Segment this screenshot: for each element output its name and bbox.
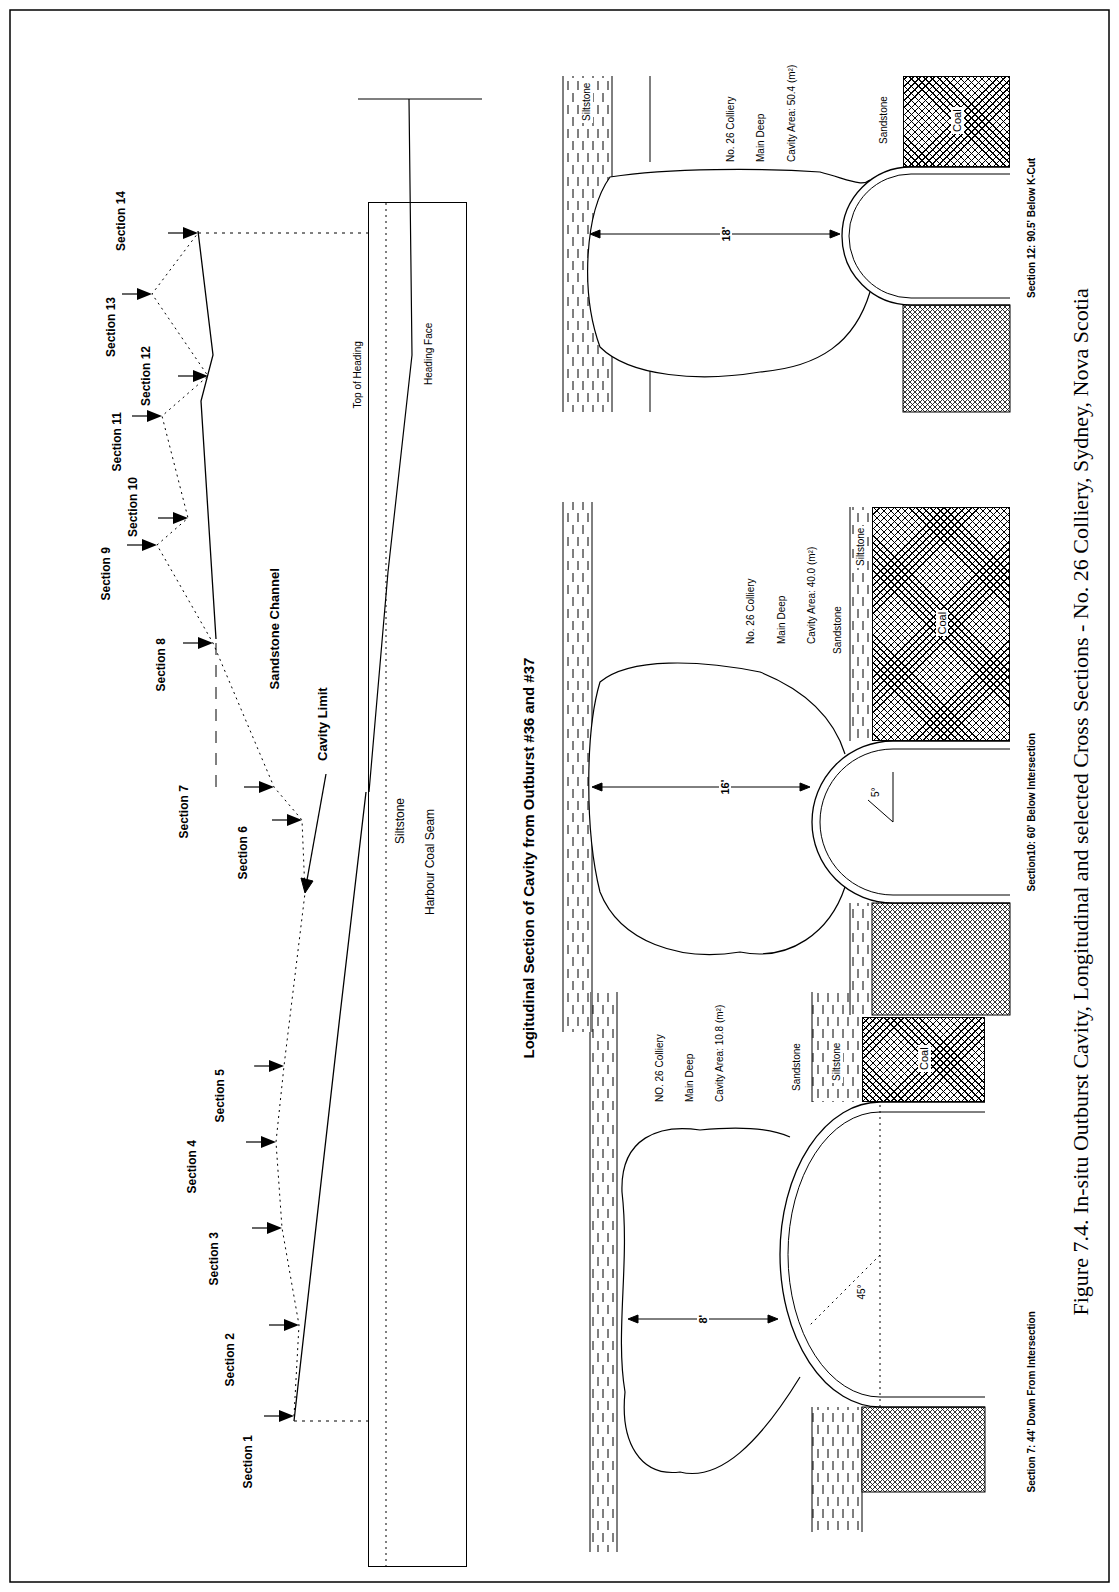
info-text: Main Deep bbox=[755, 114, 767, 162]
section-arrows bbox=[122, 227, 302, 1422]
section-label: Section 12 bbox=[140, 346, 154, 406]
longitudinal-section bbox=[152, 99, 482, 1567]
rock-label: Sandstone bbox=[832, 606, 844, 654]
heading-label: Top of Heading bbox=[352, 341, 364, 408]
section-label: Section 4 bbox=[186, 1140, 200, 1193]
section-arrow-head bbox=[142, 539, 157, 551]
section-label: Section 2 bbox=[224, 1333, 238, 1386]
coal-block: Coal bbox=[903, 76, 1010, 167]
section-label: Section 6 bbox=[237, 826, 251, 879]
section-heading: Logitudinal Section of Cavity from Outbu… bbox=[520, 658, 537, 1059]
cross-section-7 bbox=[590, 992, 985, 1552]
section-arrow-head bbox=[284, 1319, 299, 1331]
section-label: Section 7 bbox=[178, 785, 192, 838]
section-arrow-head bbox=[137, 288, 152, 300]
info-text: NO. 26 Colliery bbox=[654, 1034, 666, 1102]
info-text: Cavity Area: 10.8 (m²) bbox=[714, 1005, 726, 1102]
rock-label: Sandstone bbox=[878, 96, 890, 144]
figure-caption: Figure 7.4. In-situ Outburst Cavity, Lon… bbox=[1068, 288, 1093, 1315]
seam-label: Harbour Coal Seam bbox=[424, 807, 438, 917]
rock-label: Sandstone bbox=[791, 1043, 803, 1091]
heading-label: Heading Face bbox=[423, 321, 435, 387]
section-arrow-head bbox=[173, 512, 188, 524]
callout-label: Cavity Limit bbox=[316, 687, 331, 761]
section-arrow-head bbox=[279, 1410, 294, 1422]
info-text: No. 26 Colliery bbox=[745, 578, 757, 644]
section-arrow-head bbox=[198, 637, 213, 649]
section-arrow-head bbox=[183, 227, 198, 239]
section-label: Section 13 bbox=[105, 297, 119, 357]
section-label: Section 10 bbox=[127, 477, 141, 537]
section-label: Section 5 bbox=[214, 1069, 228, 1122]
section-arrow-head bbox=[147, 410, 162, 422]
rock-label: Coal bbox=[951, 107, 964, 134]
section-label: Section 9 bbox=[100, 547, 114, 600]
section-label: Section 11 bbox=[111, 412, 125, 471]
section-caption: Section10: 60' Below Intersection bbox=[1026, 733, 1038, 892]
rock-label: Siltstone bbox=[581, 81, 593, 123]
dimension: 8' bbox=[697, 1313, 710, 1326]
info-text: Main Deep bbox=[776, 596, 788, 644]
info-text: Main Deep bbox=[684, 1054, 696, 1102]
section-arrow-head bbox=[193, 370, 208, 382]
cross-section-10 bbox=[563, 502, 1010, 1032]
layer-label: Sandstone Channel bbox=[268, 568, 283, 689]
section-label: Section 8 bbox=[155, 638, 169, 691]
coal-block: Coal bbox=[862, 1017, 985, 1102]
section-arrow-head bbox=[267, 1222, 282, 1234]
dimension: 18' bbox=[720, 225, 733, 244]
rock-label: Coal bbox=[918, 1045, 931, 1072]
section-label: Section 14 bbox=[115, 191, 129, 251]
section-label: Section 1 bbox=[242, 1435, 256, 1488]
section-arrow-head bbox=[259, 781, 274, 793]
section-caption: Section 12: 90.5' Below K-Cut bbox=[1026, 158, 1038, 298]
dimension: 16' bbox=[719, 778, 732, 797]
section-layer-label: Siltstone bbox=[394, 796, 408, 846]
seam-strip: SiltstoneHarbour Coal SeamTop of Heading… bbox=[368, 202, 467, 1567]
section-arrow-head bbox=[287, 814, 302, 826]
section-arrow-head bbox=[269, 1060, 284, 1072]
section-label: Section 3 bbox=[208, 1232, 222, 1285]
figure-frame bbox=[10, 10, 1109, 1582]
rock-label: Siltstone bbox=[855, 526, 867, 568]
rock-label: Coal bbox=[936, 610, 949, 637]
section-arrow-head bbox=[261, 1136, 276, 1148]
angle-label: 5° bbox=[870, 785, 882, 799]
info-text: Cavity Area: 50.4 (m²) bbox=[786, 65, 798, 162]
info-text: Cavity Area: 40.0 (m²) bbox=[806, 547, 818, 644]
section-caption: Section 7: 44' Down From Intersection bbox=[1026, 1311, 1038, 1492]
info-text: No. 26 Colliery bbox=[725, 96, 737, 162]
rock-label: Siltstone bbox=[831, 1041, 843, 1083]
angle-label: 45° bbox=[856, 1282, 868, 1301]
coal-block: Coal bbox=[872, 507, 1010, 741]
